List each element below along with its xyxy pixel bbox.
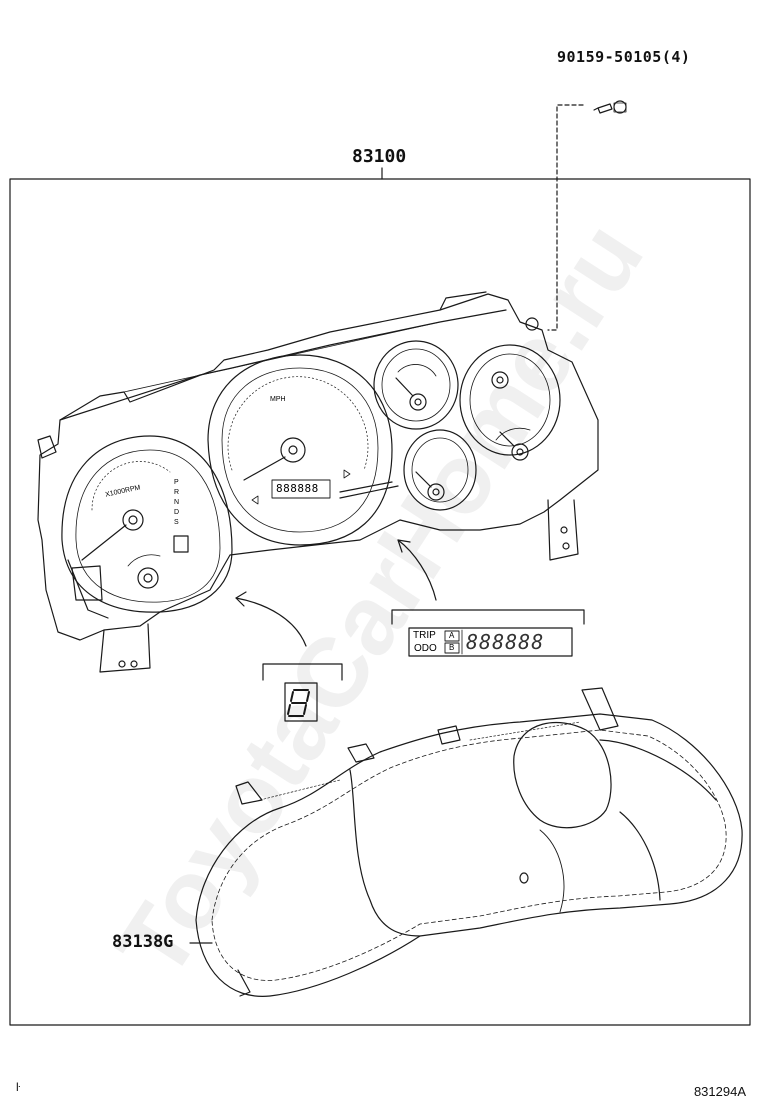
gauge-temperature bbox=[459, 344, 561, 461]
gear-letter-n: N bbox=[174, 499, 180, 506]
mounting-tab-left bbox=[37, 435, 151, 673]
gear-detail-bracket bbox=[262, 663, 343, 681]
gauge-fuel bbox=[373, 340, 459, 430]
speedometer-gauge bbox=[207, 354, 399, 546]
part-number-assembly: 83100 bbox=[352, 146, 407, 167]
gear-digit-value: 8 bbox=[312, 712, 313, 713]
gear-letter-column: P R N D S bbox=[174, 478, 179, 528]
callout-arrow-gear bbox=[235, 591, 307, 647]
gear-letter-p: P bbox=[174, 479, 179, 486]
gear-letter-s: S bbox=[174, 519, 179, 526]
speedo-odometer-digits: 888888 bbox=[276, 482, 319, 495]
meter-housing bbox=[37, 291, 599, 641]
assembly-frame bbox=[9, 178, 751, 1026]
odometer-detail-bracket bbox=[391, 609, 585, 625]
gear-letter-r: R bbox=[174, 489, 180, 496]
bolt-leader bbox=[547, 104, 584, 331]
gear-digit-display bbox=[284, 682, 318, 722]
part-number-bolt: 90159-50105(4) bbox=[557, 48, 691, 66]
gauge-aux bbox=[403, 429, 477, 511]
mounting-tab-right bbox=[525, 317, 579, 561]
odometer-odo-label: ODO bbox=[414, 643, 437, 654]
odometer-trip-label: TRIP bbox=[413, 630, 436, 641]
speedo-unit-label: MPH bbox=[270, 396, 286, 403]
tachometer-gauge bbox=[61, 435, 233, 613]
callout-arrow-odometer bbox=[397, 539, 437, 601]
part-number-cover: 83138G bbox=[112, 932, 174, 952]
odometer-display-panel bbox=[408, 627, 573, 657]
bolt-icon bbox=[593, 100, 627, 114]
front-cover-glass bbox=[195, 687, 743, 997]
odometer-mode-a: A bbox=[449, 631, 455, 640]
figure-id: 831294A bbox=[693, 1084, 746, 1099]
odometer-mode-b: B bbox=[449, 643, 455, 652]
corner-mark: ŀ bbox=[16, 1080, 21, 1094]
odometer-digits: 888888 bbox=[466, 630, 545, 654]
gear-letter-d: D bbox=[174, 509, 180, 516]
